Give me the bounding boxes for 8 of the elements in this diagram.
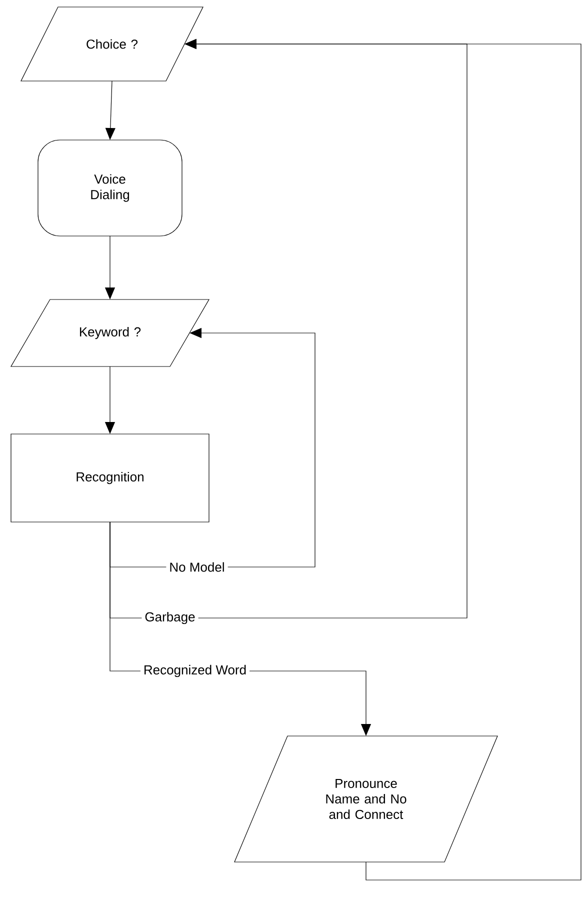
input-output-box: Pronounce Name and No and Connect (234, 736, 498, 862)
process-box: Recognition (10, 434, 210, 522)
terminal-box: Voice Dialing (38, 140, 182, 236)
edge-label: No Model (166, 555, 228, 579)
edge-label: Recognized Word (140, 658, 250, 684)
input-output-box: Choice ? (20, 6, 204, 82)
arrow (105, 80, 116, 140)
edge-label: Garbage (142, 604, 198, 632)
